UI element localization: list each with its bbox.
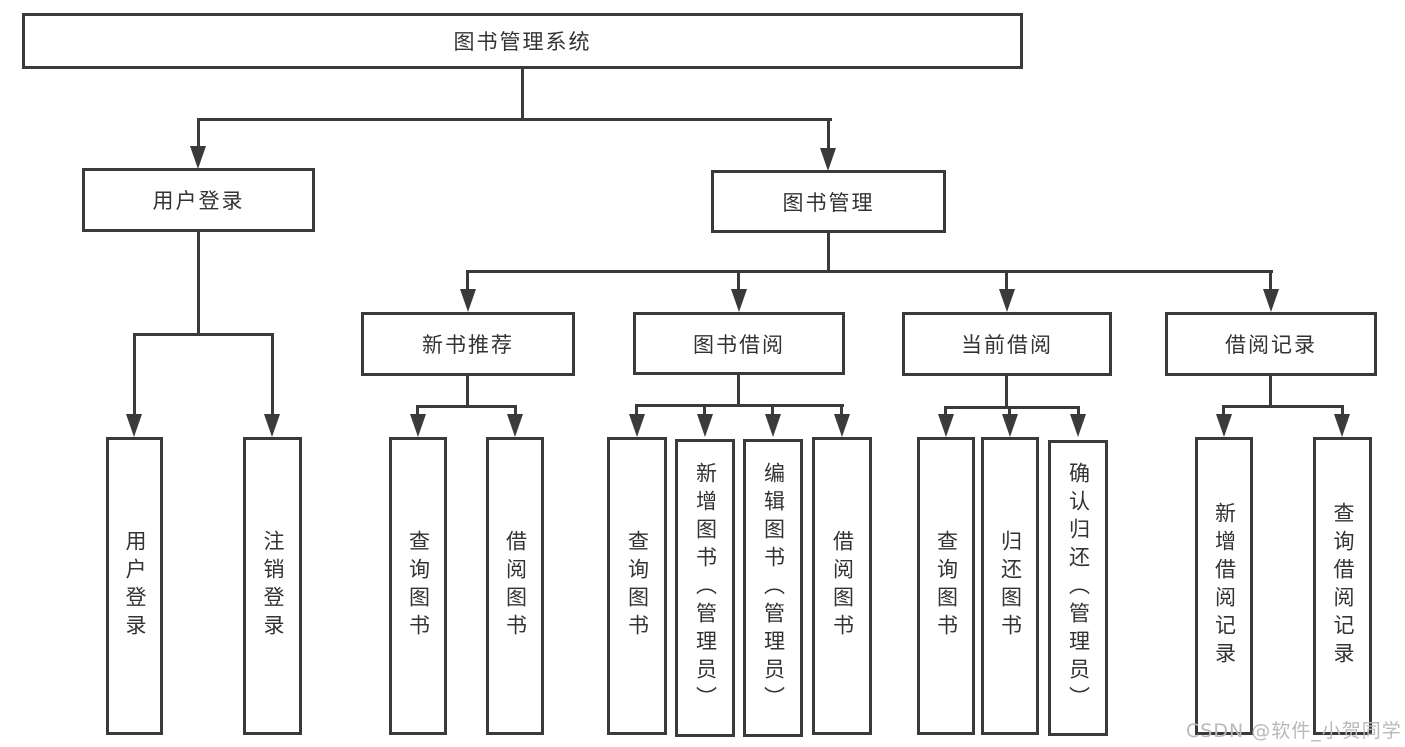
node-label: 新书推荐 xyxy=(422,333,514,357)
arrowhead-down-icon xyxy=(938,414,954,437)
node-label: 当前借阅 xyxy=(961,333,1053,357)
arrowhead-down-icon xyxy=(126,414,142,437)
node-library-management-system: 图书管理系统 xyxy=(22,13,1023,69)
connector-borrow-record-vline xyxy=(1269,376,1272,407)
leaf-borrow-books-recommend: 借阅图书 xyxy=(486,437,544,735)
connector-stub-cb-return xyxy=(1008,406,1011,416)
arrowhead-down-icon xyxy=(1334,414,1350,437)
arrowhead-down-icon xyxy=(820,148,836,171)
node-user-login: 用户登录 xyxy=(82,168,315,232)
connector-borrow-record-rail xyxy=(1222,405,1344,408)
arrowhead-down-icon xyxy=(1002,414,1018,437)
node-label: 用户登录 xyxy=(152,189,245,213)
connector-user-login-rail xyxy=(133,333,274,336)
leaf-label: 借阅图书 xyxy=(830,530,855,642)
leaf-label: 用户登录 xyxy=(123,530,148,642)
connector-root-vline xyxy=(521,69,524,121)
connector-current-borrow-vline xyxy=(1005,376,1008,408)
connector-root-rail xyxy=(197,118,832,121)
connector-stub-user-login xyxy=(197,118,200,148)
node-label: 图书借阅 xyxy=(693,332,785,357)
connector-user-login-vline xyxy=(197,232,200,335)
connector-book-mgmt-vline xyxy=(827,233,830,273)
connector-stub-br-query xyxy=(1341,405,1344,416)
connector-stub-cb-confirm xyxy=(1077,406,1080,416)
leaf-label: 归还图书 xyxy=(998,530,1023,642)
leaf-label: 借阅图书 xyxy=(503,530,528,642)
leaf-label: 查询图书 xyxy=(406,530,431,642)
connector-stub-new-book-rec xyxy=(466,270,469,292)
connector-stub-login xyxy=(133,333,136,414)
leaf-label: 查询图书 xyxy=(934,530,959,642)
connector-stub-bb-add xyxy=(703,404,706,416)
node-label: 图书管理系统 xyxy=(453,30,592,54)
connector-new-book-rec-rail xyxy=(416,405,517,408)
arrowhead-down-icon xyxy=(629,414,645,437)
arrowhead-down-icon xyxy=(264,414,280,437)
node-label: 借阅记录 xyxy=(1225,333,1317,357)
leaf-label: 新增图书（管理员） xyxy=(693,462,718,714)
arrowhead-down-icon xyxy=(507,414,523,437)
leaf-label: 新增借阅记录 xyxy=(1212,502,1237,670)
connector-stub-nb-borrow xyxy=(514,405,517,416)
connector-stub-borrow-record xyxy=(1269,270,1272,292)
connector-book-borrow-vline xyxy=(737,375,740,407)
connector-stub-book-mgmt xyxy=(827,118,830,149)
node-new-book-recommend: 新书推荐 xyxy=(361,312,575,376)
leaf-confirm-return-admin: 确认归还（管理员） xyxy=(1048,440,1108,736)
connector-stub-bb-borrow xyxy=(840,404,843,416)
arrowhead-down-icon xyxy=(765,414,781,437)
leaf-return-book: 归还图书 xyxy=(981,437,1039,735)
leaf-logout: 注销登录 xyxy=(243,437,302,735)
leaf-add-book-admin: 新增图书（管理员） xyxy=(675,439,735,737)
connector-book-mgmt-rail xyxy=(466,270,1273,273)
arrowhead-down-icon xyxy=(731,289,747,312)
arrowhead-down-icon xyxy=(1070,414,1086,437)
leaf-label: 查询借阅记录 xyxy=(1331,502,1356,670)
arrowhead-down-icon xyxy=(697,414,713,437)
connector-book-borrow-rail xyxy=(635,404,844,407)
connector-new-book-rec-vline xyxy=(466,376,469,407)
connector-stub-nb-query xyxy=(416,405,419,416)
leaf-query-books-borrow: 查询图书 xyxy=(607,437,667,735)
connector-stub-br-add xyxy=(1222,405,1225,416)
leaf-query-books-recommend: 查询图书 xyxy=(389,437,447,735)
node-book-borrow: 图书借阅 xyxy=(633,312,845,375)
arrowhead-down-icon xyxy=(834,414,850,437)
arrowhead-down-icon xyxy=(460,289,476,312)
arrowhead-down-icon xyxy=(410,414,426,437)
arrowhead-down-icon xyxy=(1263,289,1279,312)
arrowhead-down-icon xyxy=(999,289,1015,312)
node-current-borrow: 当前借阅 xyxy=(902,312,1112,376)
arrowhead-down-icon xyxy=(1216,414,1232,437)
leaf-borrow-books: 借阅图书 xyxy=(812,437,872,735)
leaf-label: 确认归还（管理员） xyxy=(1066,462,1091,714)
leaf-query-borrow-record: 查询借阅记录 xyxy=(1313,437,1372,735)
connector-stub-book-borrow xyxy=(737,270,740,292)
arrowhead-down-icon xyxy=(190,146,206,169)
connector-stub-bb-query xyxy=(635,404,638,416)
connector-stub-logout xyxy=(271,333,274,414)
csdn-watermark: CSDN @软件_小贺同学 xyxy=(1186,720,1402,742)
connector-stub-current-borrow xyxy=(1005,270,1008,292)
node-book-management: 图书管理 xyxy=(711,170,946,233)
node-label: 图书管理 xyxy=(782,190,875,215)
connector-current-borrow-rail xyxy=(944,406,1080,409)
leaf-label: 注销登录 xyxy=(261,530,286,642)
leaf-user-login: 用户登录 xyxy=(106,437,163,735)
leaf-edit-book-admin: 编辑图书（管理员） xyxy=(743,439,803,737)
node-borrow-record: 借阅记录 xyxy=(1165,312,1377,376)
leaf-query-books-current: 查询图书 xyxy=(917,437,975,735)
leaf-label: 编辑图书（管理员） xyxy=(761,462,786,714)
connector-stub-bb-edit xyxy=(771,404,774,416)
connector-stub-cb-query xyxy=(944,406,947,416)
leaf-add-borrow-record: 新增借阅记录 xyxy=(1195,437,1253,735)
leaf-label: 查询图书 xyxy=(625,530,650,642)
